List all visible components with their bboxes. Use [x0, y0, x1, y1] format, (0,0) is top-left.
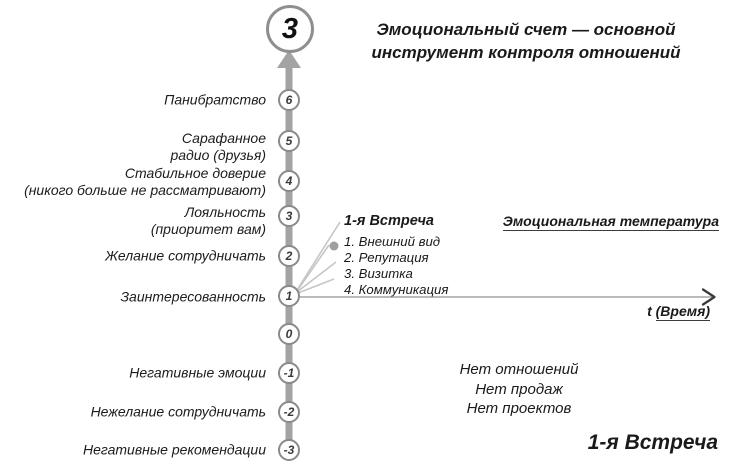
meeting-callout: 1-я Встреча 1. Внешний вид 2. Репутация …: [344, 213, 448, 298]
meeting-callout-item: 1. Внешний вид: [344, 234, 441, 249]
meeting-callout-item: 2. Репутация: [344, 250, 429, 265]
meeting-callout-item: 4. Коммуникация: [344, 282, 449, 297]
time-axis-label: t (Время): [647, 303, 710, 321]
fan-line: [296, 244, 330, 292]
consequences-text: Нет отношений Нет продаж Нет проектов: [459, 361, 579, 417]
time-axis-word: (Время): [655, 303, 710, 321]
scale-point-label--1: Негативные эмоции: [129, 364, 266, 381]
scale-point-circle-4: 4: [278, 170, 300, 192]
fan-line: [296, 261, 337, 293]
fan-line: [297, 278, 335, 294]
scale-point-circle--3: -3: [278, 439, 300, 461]
bottom-caption: 1-я Встреча: [587, 431, 718, 454]
up-arrow-icon: [277, 50, 301, 68]
scale-point-circle-3: 3: [278, 205, 300, 227]
meeting-callout-title: 1-я Встреча: [344, 213, 434, 229]
scale-point-circle-1: 1: [278, 285, 300, 307]
meeting-callout-item: 3. Визитка: [344, 266, 413, 281]
scale-point-label-4: Стабильное доверие (никого больше не рас…: [24, 165, 266, 198]
scale-point-label--3: Негативные рекомендации: [82, 441, 266, 458]
scale-point-label-5: Сарафанное радио (друзья): [170, 130, 266, 163]
scale-point-circle--2: -2: [278, 401, 300, 423]
temperature-label: Эмоциональная температура: [502, 213, 719, 231]
scale-point-label-3: Лояльность (приоритет вам): [150, 204, 266, 237]
scale-point-circle--1: -1: [278, 362, 300, 384]
top-circle: 3: [266, 5, 314, 53]
scale-point-circle-6: 6: [278, 89, 300, 111]
right-arrowhead-icon: [701, 288, 716, 306]
diagram-title: Эмоциональный счет — основной инструмент…: [371, 20, 681, 62]
scale-point-circle-2: 2: [278, 245, 300, 267]
fan-line: [296, 221, 341, 291]
scale-point-label-1: Заинтересованность: [120, 288, 266, 305]
scale-point-circle-0: 0: [278, 323, 300, 345]
top-circle-value: 3: [281, 12, 299, 45]
bullet-dot-icon: [329, 241, 339, 251]
scale-point-label-2: Желание сотрудничать: [105, 247, 266, 264]
scale-point-circle-5: 5: [278, 130, 300, 152]
scale-point-label-6: Панибратство: [164, 91, 266, 108]
time-axis-prefix: t: [647, 303, 652, 319]
temperature-label-text: Эмоциональная температура: [502, 213, 719, 231]
scale-point-label--2: Нежелание сотрудничать: [90, 403, 266, 420]
